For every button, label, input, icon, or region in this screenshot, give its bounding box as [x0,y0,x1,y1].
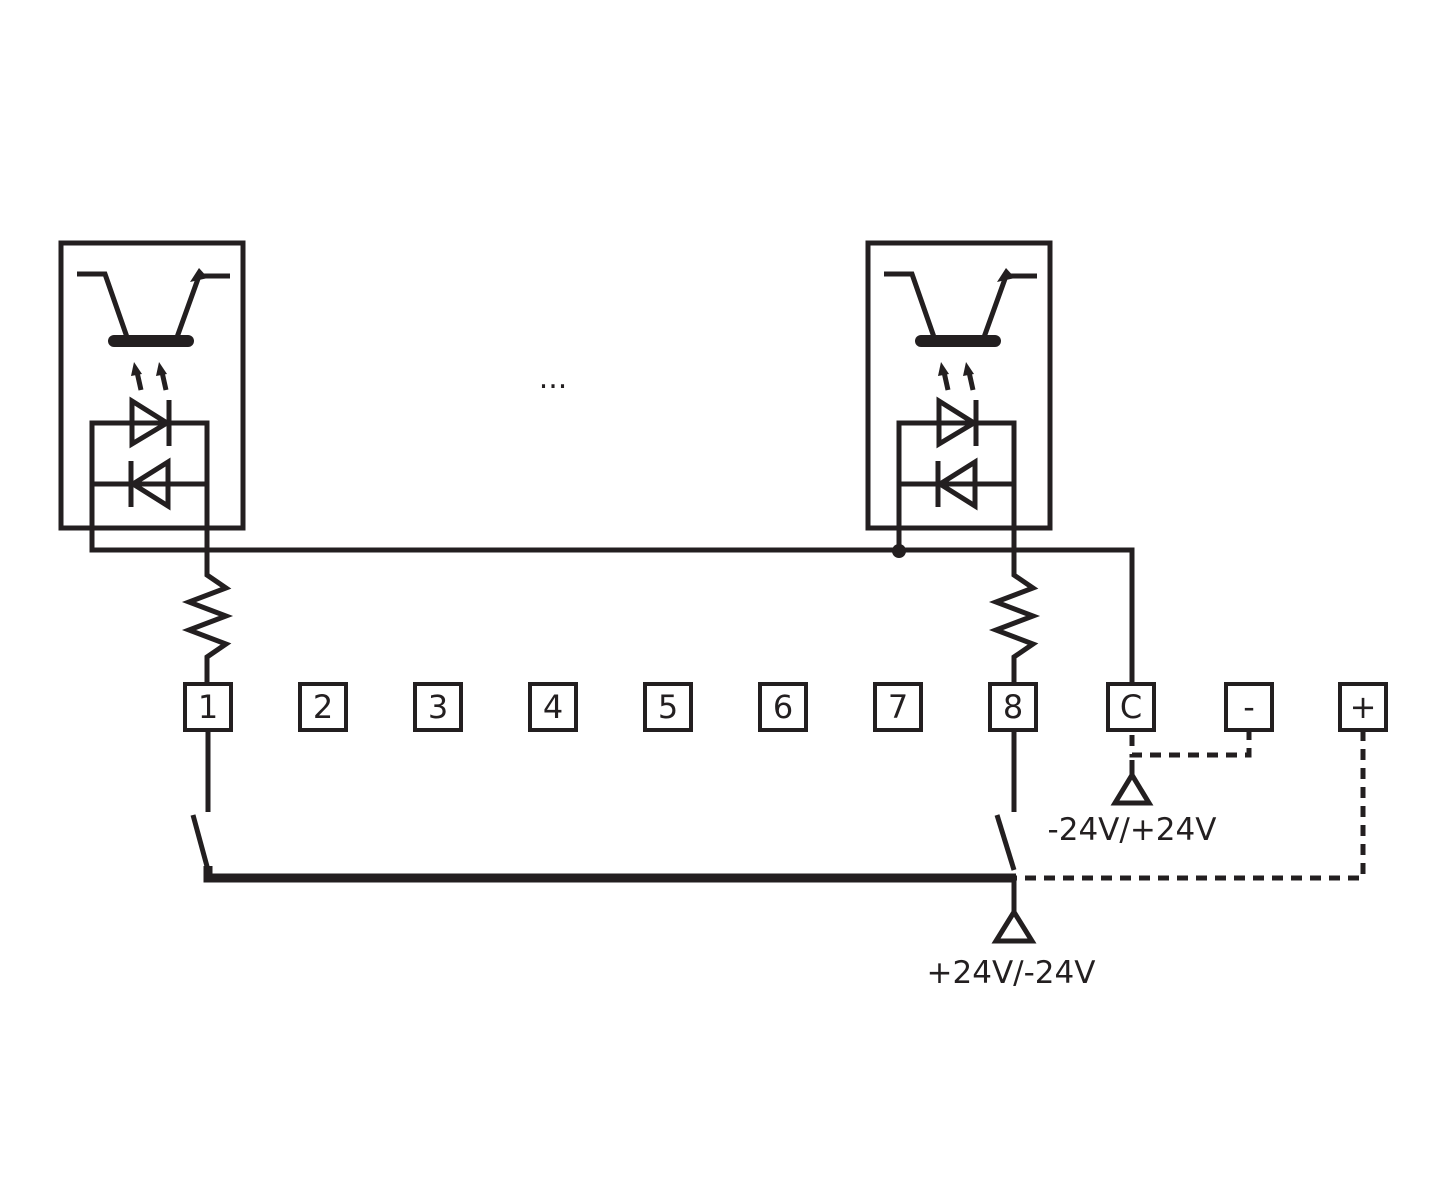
terminal-6: 6 [758,682,808,732]
switch-8-contact-icon [994,814,1017,871]
switch-supply-triangle-icon [991,907,1037,944]
svg-text:+: + [1350,688,1377,726]
light-arrows-icon [938,362,976,391]
svg-text:2: 2 [313,688,333,726]
terminal-1: 1 [183,682,233,732]
phototransistor-icon [884,268,1037,347]
optocoupler-housing [865,240,1053,531]
svg-text:6: 6 [773,688,793,726]
switch-1-contact-icon [190,814,211,871]
svg-text:7: 7 [888,688,908,726]
resistor-8-icon [988,550,1041,685]
svg-text:3: 3 [428,688,448,726]
terminal-c: C [1106,682,1156,732]
plus-to-bus-dashed-link [1016,730,1366,881]
terminal-minus: - [1224,682,1274,732]
optocoupler-housing [58,240,246,531]
terminal-3: 3 [413,682,463,732]
optocoupler-1 [58,240,246,553]
common-bus-wire [92,547,1135,688]
ellipsis-label: ... [539,361,568,396]
terminal-2: 2 [298,682,348,732]
junction-dot [892,544,906,558]
terminal-5: 5 [643,682,693,732]
optocoupler-8 [865,240,1053,553]
terminal-7: 7 [873,682,923,732]
svg-text:8: 8 [1003,688,1023,726]
svg-text:-: - [1243,688,1255,726]
common-voltage-label: -24V/+24V [1048,812,1217,848]
svg-text:1: 1 [198,688,218,726]
light-arrows-icon [131,362,169,391]
terminal-8: 8 [988,682,1038,732]
switch-supply-voltage-label: +24V/-24V [927,955,1096,991]
switch-supply-bus [203,866,1016,883]
svg-text:4: 4 [543,688,563,726]
svg-text:5: 5 [658,688,678,726]
common-to-minus-dashed-link [1129,730,1252,758]
terminal-plus: + [1338,682,1388,732]
svg-text:C: C [1120,688,1142,726]
common-voltage-triangle-icon [1110,770,1154,806]
resistor-1-icon [181,550,234,685]
terminal-strip: 1 2 3 4 5 6 7 8 [183,682,1388,732]
terminal-4: 4 [528,682,578,732]
phototransistor-icon [77,268,230,347]
